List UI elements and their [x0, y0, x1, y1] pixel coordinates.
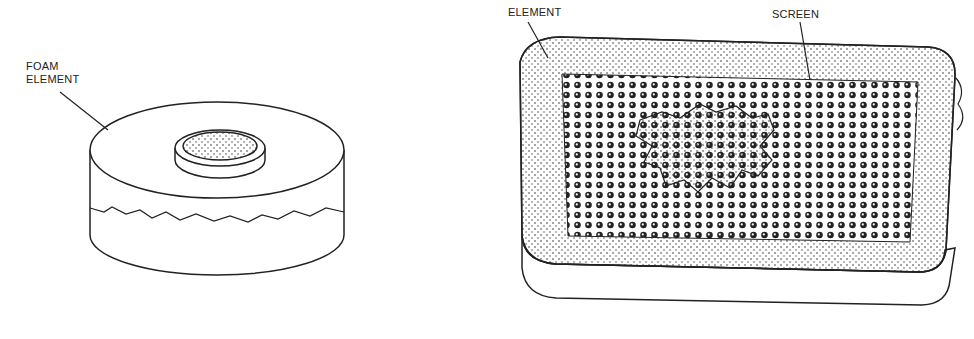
panel-element-drawing [520, 22, 963, 305]
part-label: SCREEN [772, 8, 819, 21]
part-label: FOAM ELEMENT [26, 60, 90, 86]
foam-element-drawing [60, 92, 344, 275]
part-label: ELEMENT [508, 6, 561, 19]
